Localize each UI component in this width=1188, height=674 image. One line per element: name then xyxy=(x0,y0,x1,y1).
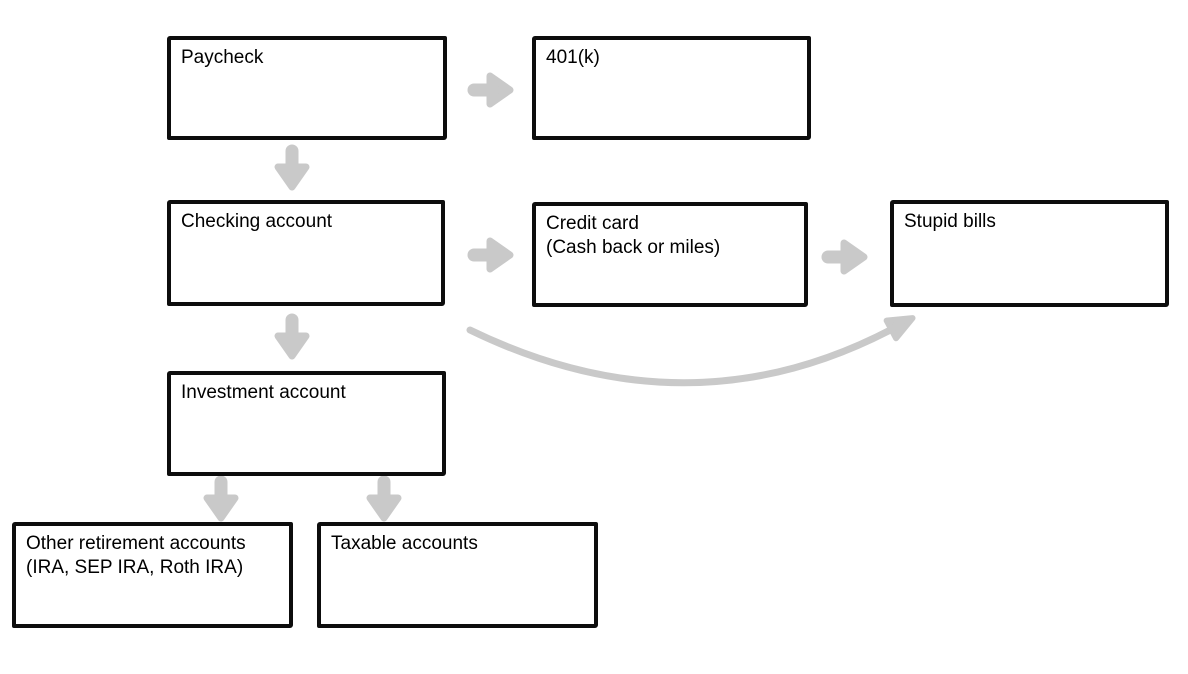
box-paycheck: Paycheck xyxy=(167,36,447,140)
investment-to-other-retirement-arrow xyxy=(203,475,239,522)
box-stupid-bills: Stupid bills xyxy=(890,200,1169,307)
box-checking-account: Checking account xyxy=(167,200,445,306)
box-investment-account: Investment account xyxy=(167,371,446,476)
box-credit-card-sublabel: (Cash back or miles) xyxy=(546,237,721,258)
investment-to-taxable-arrow xyxy=(366,475,402,522)
paycheck-to-401k-arrow xyxy=(467,72,514,108)
checking-to-credit-card-arrow xyxy=(467,237,514,273)
box-other-retirement-accounts: Other retirement accounts (IRA, SEP IRA,… xyxy=(12,522,293,628)
credit-card-to-stupid-bills-arrow xyxy=(821,239,868,275)
box-credit-card: Credit card (Cash back or miles) xyxy=(532,202,808,307)
box-other-retirement-accounts-sublabel: (IRA, SEP IRA, Roth IRA) xyxy=(26,557,244,578)
box-checking-account-label: Checking account xyxy=(181,211,333,232)
paycheck-to-checking-arrow xyxy=(274,144,310,191)
checking-to-investment-arrow xyxy=(274,313,310,360)
box-paycheck-label: Paycheck xyxy=(181,47,264,68)
box-taxable-accounts: Taxable accounts xyxy=(317,522,598,628)
box-stupid-bills-label: Stupid bills xyxy=(904,211,996,232)
checking-to-stupid-bills-arrow xyxy=(466,315,916,387)
box-other-retirement-accounts-label: Other retirement accounts xyxy=(26,533,246,554)
box-401k-label: 401(k) xyxy=(546,47,600,68)
box-401k: 401(k) xyxy=(532,36,811,140)
box-credit-card-label: Credit card xyxy=(546,213,639,234)
box-taxable-accounts-label: Taxable accounts xyxy=(331,533,478,554)
box-investment-account-label: Investment account xyxy=(181,382,346,403)
